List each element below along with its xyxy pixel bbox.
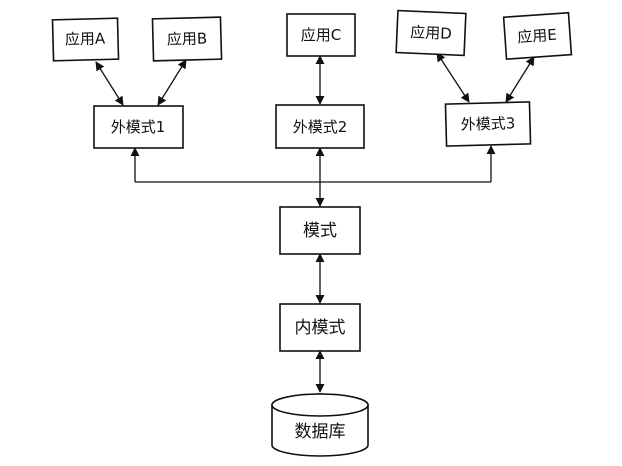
edge-app-b-ext1 <box>157 59 187 106</box>
node-internal-label: 内模式 <box>295 318 346 338</box>
node-ext1: 外模式1 <box>93 105 184 149</box>
node-schema-label: 模式 <box>303 221 337 241</box>
node-app-c-label: 应用C <box>301 26 341 44</box>
node-ext2-label: 外模式2 <box>293 118 348 136</box>
node-app-a-label: 应用A <box>65 29 106 48</box>
node-ext3: 外模式3 <box>444 101 532 147</box>
node-app-b: 应用B <box>151 16 223 62</box>
node-app-e-label: 应用E <box>517 26 558 47</box>
node-app-e: 应用E <box>502 11 573 61</box>
edge-app-d-ext3 <box>436 52 470 103</box>
node-ext2: 外模式2 <box>275 104 365 149</box>
node-app-c: 应用C <box>286 13 356 57</box>
node-app-a: 应用A <box>51 17 120 62</box>
edges <box>95 52 535 393</box>
node-ext1-label: 外模式1 <box>111 118 166 136</box>
node-internal: 内模式 <box>279 303 361 352</box>
node-schema: 模式 <box>279 206 361 255</box>
node-database-label: 数据库 <box>295 422 346 442</box>
node-app-d: 应用D <box>395 9 467 57</box>
node-ext3-label: 外模式3 <box>461 114 516 133</box>
node-app-d-label: 应用D <box>410 23 452 43</box>
node-database: 数据库 <box>271 393 369 457</box>
edge-app-a-ext1 <box>95 61 124 106</box>
edge-app-e-ext3 <box>505 56 535 103</box>
node-app-b-label: 应用B <box>167 29 208 48</box>
